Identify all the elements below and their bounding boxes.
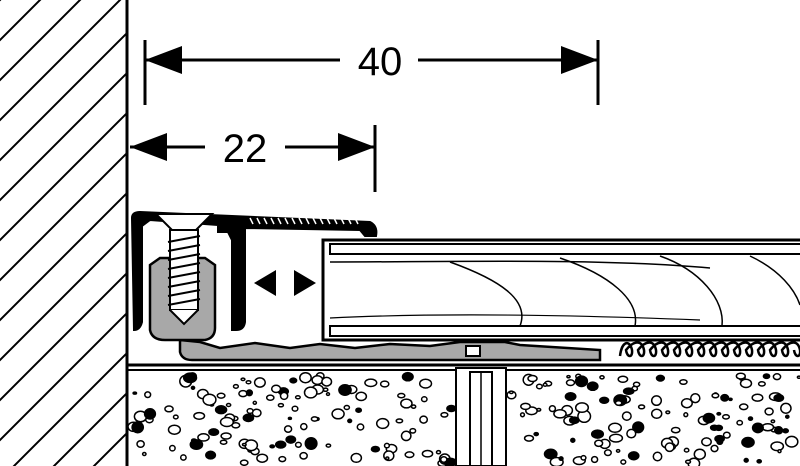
laminate-plank xyxy=(321,238,800,342)
wall xyxy=(0,0,129,466)
dimension-profile: 22 xyxy=(130,125,377,192)
dimension-overall: 40 xyxy=(143,40,600,105)
screw xyxy=(153,213,215,326)
concrete-subfloor xyxy=(127,363,800,466)
dimension-overall-label: 40 xyxy=(358,40,403,84)
underlay xyxy=(618,341,800,358)
dimension-profile-label: 22 xyxy=(223,127,268,171)
adjustment-arrows-icon xyxy=(254,270,316,296)
cover-profile xyxy=(130,210,378,332)
